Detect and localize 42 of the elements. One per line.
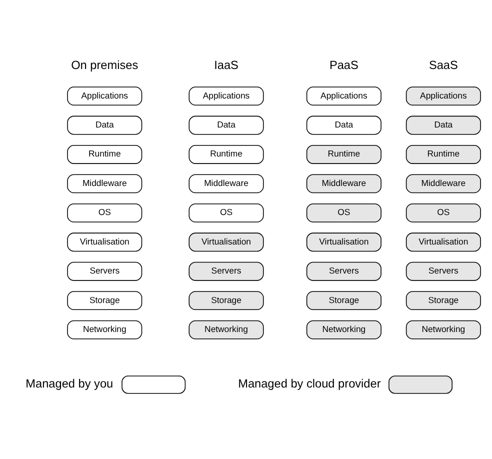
node-box: Applications xyxy=(188,86,264,106)
node-box: Middleware xyxy=(188,174,264,194)
node-box: OS xyxy=(188,203,264,222)
node-box: Virtualisation xyxy=(67,232,142,252)
node-box: Networking xyxy=(67,320,142,340)
node-box: Storage xyxy=(306,291,382,310)
node-box: Networking xyxy=(188,320,264,340)
node-box: Runtime xyxy=(306,145,382,164)
node-box: Storage xyxy=(188,291,264,310)
node-box: Servers xyxy=(306,262,382,281)
node-box: Applications xyxy=(67,86,142,106)
node-box: Networking xyxy=(406,320,481,340)
node-box: Virtualisation xyxy=(406,232,481,252)
node-box: Storage xyxy=(67,291,142,310)
node-box: Middleware xyxy=(67,174,142,194)
node-box: Data xyxy=(188,116,264,135)
node-box: Runtime xyxy=(188,145,264,164)
node-box: Storage xyxy=(406,291,481,310)
node-box: Middleware xyxy=(406,174,481,194)
legend-label: Managed by you xyxy=(26,376,114,390)
node-box: Middleware xyxy=(306,174,382,194)
node-box: Servers xyxy=(188,262,264,281)
node-box: OS xyxy=(406,203,481,222)
label: IaaS xyxy=(214,58,238,72)
node-box: Runtime xyxy=(406,145,481,164)
node-box: OS xyxy=(67,203,142,222)
node-box: Applications xyxy=(406,86,481,106)
label: SaaS xyxy=(428,58,458,72)
legend-label: Managed by cloud provider xyxy=(238,376,381,390)
label: On premises xyxy=(71,58,138,72)
label: PaaS xyxy=(329,58,358,72)
node-box: Data xyxy=(67,116,142,135)
node-box: Data xyxy=(406,116,481,135)
node-box: Data xyxy=(306,116,382,135)
node-box: Virtualisation xyxy=(188,232,264,252)
node-box: Virtualisation xyxy=(306,232,382,252)
node-box: OS xyxy=(306,203,382,222)
node-box: Runtime xyxy=(67,145,142,164)
node-box: Servers xyxy=(406,262,481,281)
node-box: Networking xyxy=(306,320,382,340)
node-box: Applications xyxy=(306,86,382,106)
node-box: Servers xyxy=(67,262,142,281)
